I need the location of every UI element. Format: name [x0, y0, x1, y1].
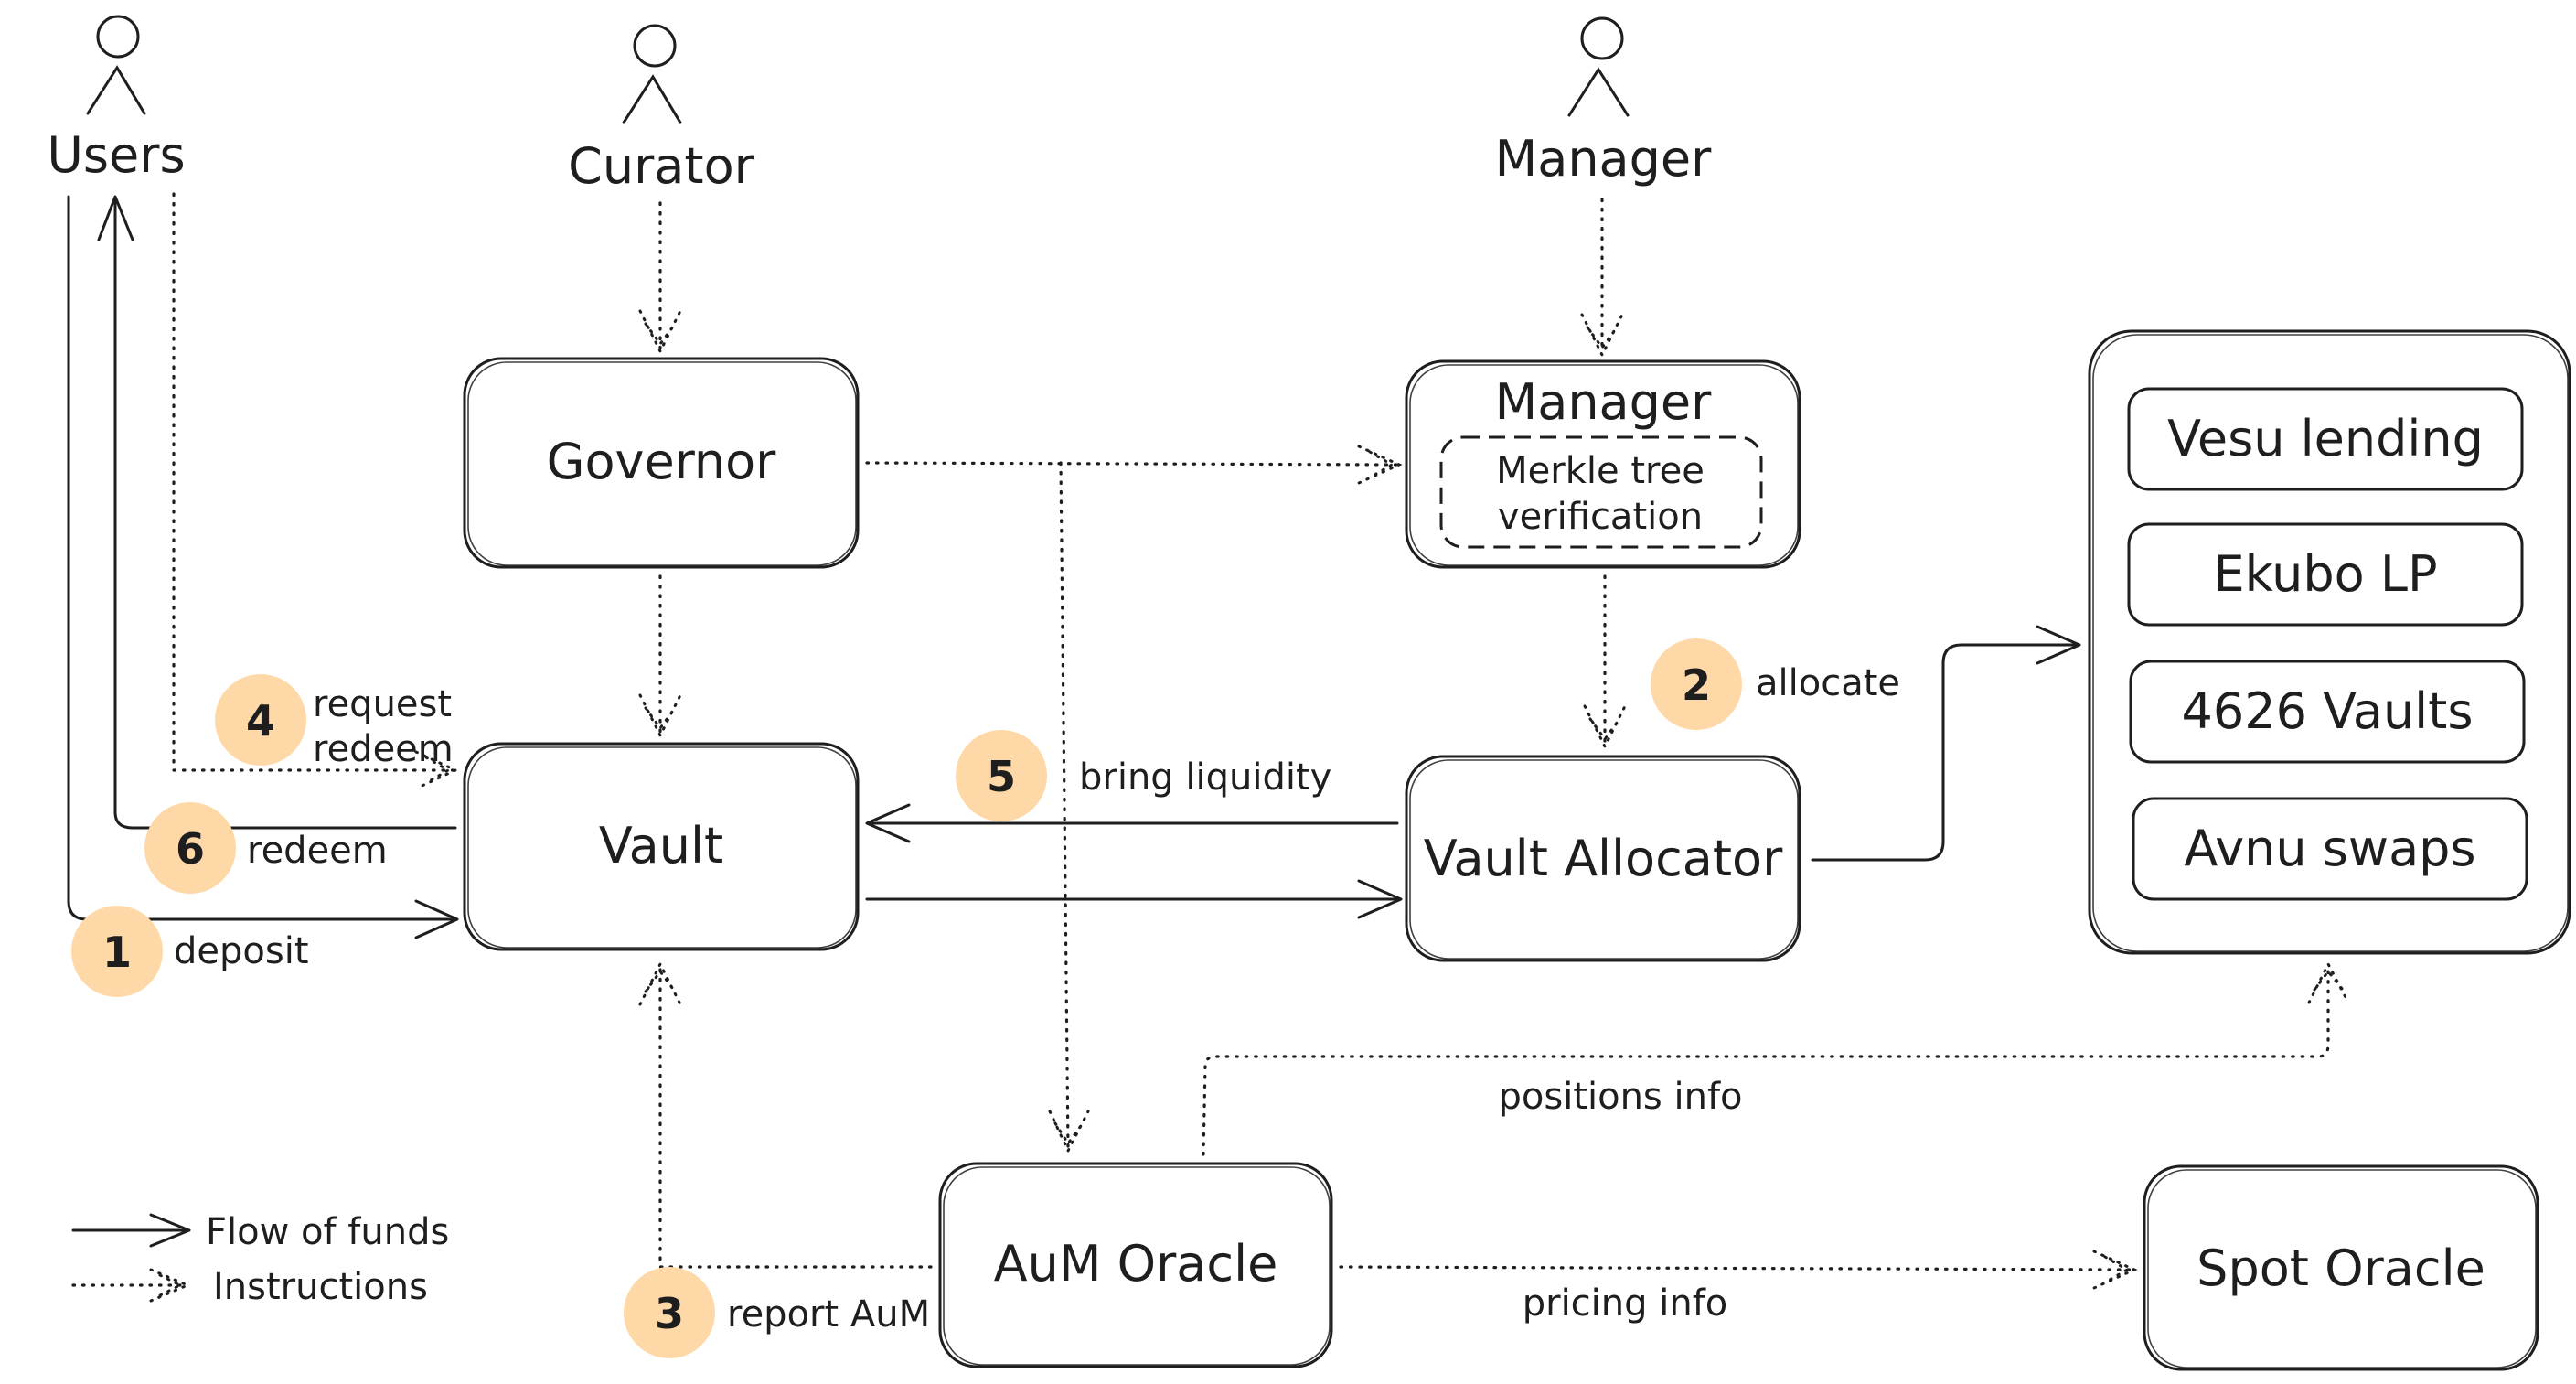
aum-oracle-label: AuM Oracle: [994, 1235, 1278, 1293]
svg-text:4: 4: [246, 696, 275, 746]
step-6: 6 redeem: [144, 802, 388, 894]
protocol-vesu-lending: Vesu lending: [2127, 387, 2524, 491]
protocol-4626-vaults: 4626 Vaults: [2129, 660, 2526, 764]
step-1: 1 deposit: [71, 906, 309, 997]
merkle-line1: Merkle tree: [1496, 450, 1705, 492]
positions-info-label: positions info: [1498, 1076, 1742, 1118]
svg-text:6: 6: [176, 824, 205, 874]
vault-allocator-label: Vault Allocator: [1424, 830, 1783, 887]
svg-text:2: 2: [1682, 660, 1711, 710]
manager-box: Manager Merkle tree verification: [1405, 359, 1801, 569]
legend-instructions-label: Instructions: [213, 1266, 428, 1308]
instruction-arrows: [172, 192, 2350, 1290]
step-1-label: deposit: [174, 930, 309, 972]
protocol-ekubo-lp: Ekubo LP: [2127, 522, 2524, 627]
svg-text:3: 3: [655, 1289, 684, 1338]
step-5-badge: [956, 730, 1047, 821]
legend-funds-label: Flow of funds: [206, 1211, 449, 1253]
spot-oracle-box: Spot Oracle: [2143, 1164, 2539, 1371]
svg-text:Avnu swaps: Avnu swaps: [2184, 820, 2475, 877]
legend-instructions: Instructions: [71, 1266, 428, 1308]
step-4-label-line2: redeem: [313, 728, 454, 770]
legend: Flow of funds Instructions: [71, 1211, 449, 1308]
step-2-badge: [1651, 638, 1742, 730]
governor-box: Governor: [463, 357, 860, 569]
merkle-line2: verification: [1498, 496, 1703, 538]
svg-text:Ekubo LP: Ekubo LP: [2213, 545, 2437, 603]
step-3: 3 report AuM: [624, 1267, 930, 1358]
spot-oracle-label: Spot Oracle: [2197, 1239, 2485, 1297]
actor-users: Users: [47, 15, 186, 184]
step-4-badge: [215, 674, 306, 766]
merkle-verification-box: [1439, 435, 1763, 549]
governor-label: Governor: [547, 433, 777, 490]
actor-curator-label: Curator: [568, 137, 754, 195]
step-3-label: report AuM: [727, 1293, 930, 1336]
vault-label: Vault: [599, 817, 723, 874]
legend-funds: Flow of funds: [71, 1211, 449, 1253]
protocols-container: Vesu lending Ekubo LP 4626 Vaults Avnu s…: [2088, 329, 2571, 955]
step-6-badge: [144, 802, 236, 894]
step-3-badge: [624, 1267, 715, 1358]
step-2: 2 allocate: [1651, 638, 1900, 730]
step-4-label-line1: request: [313, 683, 452, 725]
actor-manager: Manager: [1495, 16, 1712, 188]
step-5: 5 bring liquidity: [956, 730, 1331, 821]
actor-users-label: Users: [47, 126, 185, 184]
step-6-label: redeem: [247, 830, 388, 872]
step-2-label: allocate: [1756, 662, 1900, 704]
protocol-avnu-swaps: Avnu swaps: [2132, 797, 2528, 901]
actor-manager-label: Manager: [1495, 130, 1712, 188]
aum-oracle-box: AuM Oracle: [938, 1162, 1333, 1368]
svg-text:5: 5: [987, 752, 1016, 801]
step-1-badge: [71, 906, 163, 997]
svg-text:4626 Vaults: 4626 Vaults: [2182, 682, 2474, 740]
manager-box-title: Manager: [1495, 373, 1712, 431]
svg-text:1: 1: [102, 928, 132, 977]
actor-curator: Curator: [568, 24, 755, 195]
pricing-info-label: pricing info: [1523, 1282, 1728, 1325]
step-4: 4 request redeem: [215, 674, 454, 770]
vault-allocator-box: Vault Allocator: [1405, 755, 1801, 962]
vault-box: Vault: [463, 742, 860, 951]
svg-text:Vesu lending: Vesu lending: [2167, 410, 2484, 467]
step-5-label: bring liquidity: [1079, 756, 1331, 799]
